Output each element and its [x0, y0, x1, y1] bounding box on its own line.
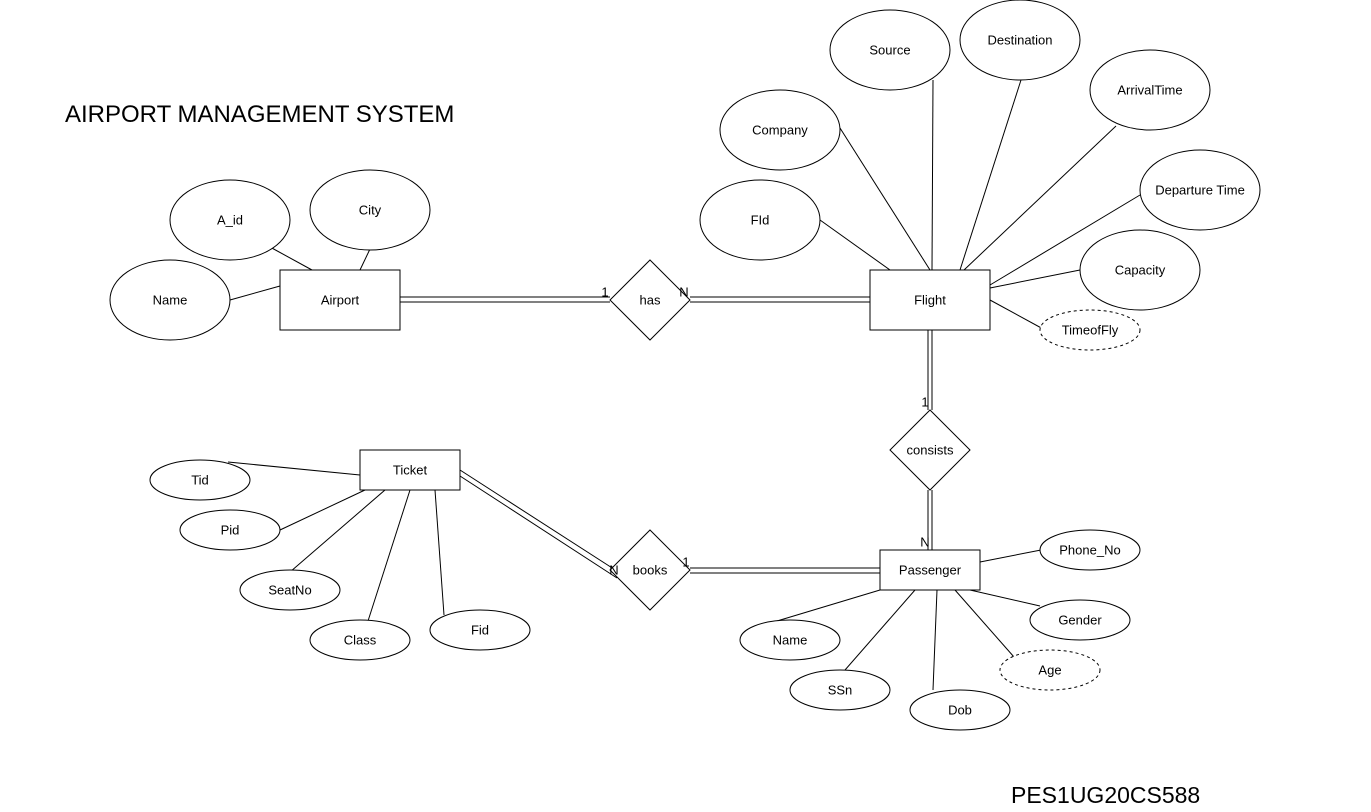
connector-ticket-class	[367, 489, 411, 622]
attribute-ticket-seat-no-label: SeatNo	[268, 583, 311, 598]
connector-flight-company	[839, 127, 931, 271]
attribute-flight-arrival-time[interactable]	[1089, 49, 1211, 131]
attribute-passenger-gender-label: Gender	[1058, 613, 1102, 628]
attribute-flight-fid[interactable]	[699, 179, 821, 261]
entity-airport-box[interactable]	[279, 269, 401, 331]
connector-passenger-age	[954, 589, 1015, 658]
connector-passenger-dob	[932, 589, 938, 691]
connector-passenger-phone-no	[979, 549, 1042, 563]
relationship-books-diamond[interactable]	[609, 529, 691, 611]
connector-ticket-pid	[279, 489, 366, 531]
attribute-passenger-name-label: Name	[773, 633, 808, 648]
attribute-ticket-class-label: Class	[344, 633, 377, 648]
attribute-ticket-pid[interactable]	[179, 509, 281, 551]
connector-ticket-fid	[434, 489, 445, 616]
cardinality-books-ticket: N	[609, 563, 618, 578]
attribute-passenger-ssn[interactable]	[789, 669, 891, 711]
attribute-flight-capacity[interactable]	[1079, 229, 1201, 311]
connector-passenger-ssn	[844, 589, 916, 671]
connector-airport-name	[229, 285, 281, 301]
attribute-flight-company-label: Company	[752, 123, 808, 138]
connector-flight-fid	[819, 219, 891, 271]
connector-flight-departure-time	[989, 194, 1141, 286]
attribute-flight-capacity-label: Capacity	[1115, 263, 1166, 278]
entity-ticket-box[interactable]	[359, 449, 461, 491]
entity-flight-box[interactable]	[869, 269, 991, 331]
attribute-ticket-tid-label: Tid	[191, 473, 209, 488]
entity-flight-label: Flight	[914, 293, 946, 308]
connector-passenger-name	[776, 589, 881, 622]
attribute-flight-fid-label: FId	[751, 213, 770, 228]
relationship-books-label: books	[633, 563, 668, 578]
connector-flight-capacity	[989, 269, 1081, 289]
attribute-flight-destination-label: Destination	[987, 33, 1052, 48]
entity-ticket-label: Ticket	[393, 463, 428, 478]
attribute-flight-company[interactable]	[719, 89, 841, 171]
cardinality-consists-passenger: N	[920, 535, 929, 550]
connector-flight-time-of-fly	[989, 299, 1046, 331]
attribute-ticket-fid[interactable]	[429, 609, 531, 651]
relationship-has-label: has	[640, 293, 661, 308]
attribute-passenger-dob-label: Dob	[948, 703, 972, 718]
entity-passenger-box[interactable]	[879, 549, 981, 591]
connector-airport-a-id	[269, 246, 313, 271]
attribute-passenger-gender[interactable]	[1029, 599, 1131, 641]
attribute-flight-source-label: Source	[869, 43, 910, 58]
attribute-passenger-ssn-label: SSn	[828, 683, 853, 698]
attribute-airport-a-id-label: A_id	[217, 213, 243, 228]
attribute-passenger-age-label: Age	[1038, 663, 1061, 678]
attribute-ticket-pid-label: Pid	[221, 523, 240, 538]
link-ticket-books	[459, 475, 618, 579]
connector-ticket-seat-no	[289, 489, 386, 573]
attribute-flight-time-of-fly[interactable]	[1039, 309, 1141, 351]
attribute-passenger-phone-no[interactable]	[1039, 529, 1141, 571]
attribute-ticket-tid[interactable]	[149, 459, 251, 501]
relationship-consists-diamond[interactable]	[889, 409, 971, 491]
cardinality-books-passenger: 1	[682, 555, 689, 570]
diagram-title: AIRPORT MANAGEMENT SYSTEM	[65, 101, 454, 128]
attribute-flight-departure-time[interactable]	[1139, 149, 1261, 231]
cardinality-consists-flight: 1	[921, 395, 928, 410]
connector-passenger-gender	[969, 589, 1041, 607]
cardinality-has-airport: 1	[601, 285, 608, 300]
attribute-passenger-dob[interactable]	[909, 689, 1011, 731]
attribute-airport-city-label: City	[359, 203, 382, 218]
attribute-passenger-phone-no-label: Phone_No	[1059, 543, 1120, 558]
relationship-has-diamond[interactable]	[609, 259, 691, 341]
attribute-ticket-class[interactable]	[309, 619, 411, 661]
cardinality-has-flight: N	[679, 285, 688, 300]
attribute-ticket-fid-label: Fid	[471, 623, 489, 638]
attribute-airport-a-id[interactable]	[169, 179, 291, 261]
attribute-flight-departure-time-label: Departure Time	[1155, 183, 1245, 198]
attribute-passenger-age[interactable]	[999, 649, 1101, 691]
entity-airport-label: Airport	[321, 293, 360, 308]
attribute-flight-source[interactable]	[829, 9, 951, 91]
connector-flight-arrival-time	[963, 125, 1117, 271]
connector-ticket-tid	[227, 461, 361, 476]
footer-id: PES1UG20CS588	[1011, 782, 1200, 808]
connector-airport-city	[359, 248, 371, 271]
attribute-flight-arrival-time-label: ArrivalTime	[1117, 83, 1182, 98]
connector-flight-destination	[959, 79, 1022, 271]
attribute-airport-name[interactable]	[109, 259, 231, 341]
attribute-passenger-name[interactable]	[739, 619, 841, 661]
attribute-airport-city[interactable]	[309, 169, 431, 251]
attribute-flight-destination[interactable]	[959, 0, 1081, 81]
connector-flight-source	[931, 79, 934, 271]
entity-passenger-label: Passenger	[899, 563, 962, 578]
attribute-airport-name-label: Name	[153, 293, 188, 308]
attribute-flight-time-of-fly-label: TimeofFly	[1062, 323, 1119, 338]
relationship-consists-label: consists	[907, 443, 954, 458]
link-ticket-books	[459, 469, 621, 574]
attribute-ticket-seat-no[interactable]	[239, 569, 341, 611]
